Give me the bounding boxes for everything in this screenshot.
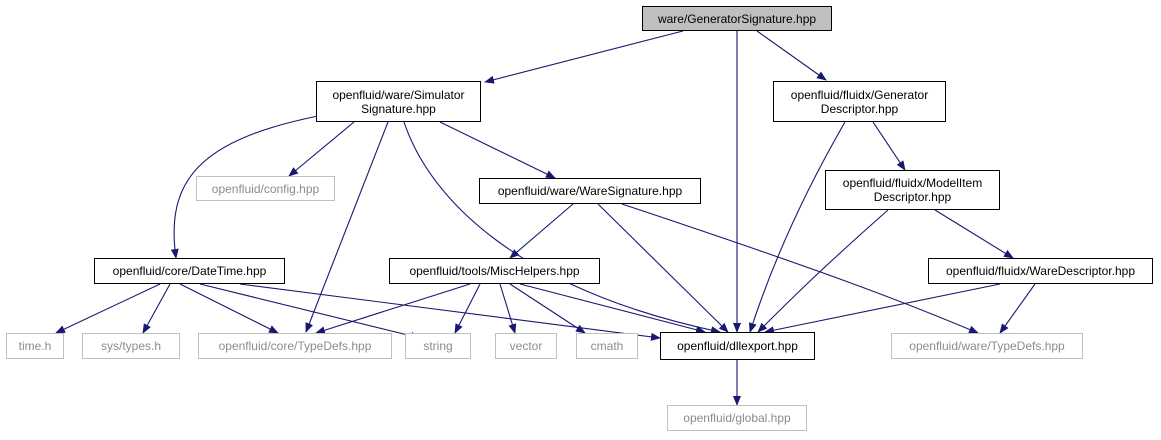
- node-time-h: time.h: [6, 333, 64, 359]
- edge-gendesc-to-modeldesc: [872, 121, 906, 171]
- edge-simsig-to-dllexport: [403, 121, 721, 335]
- node-dllexport[interactable]: openfluid/dllexport.hpp: [660, 332, 815, 360]
- edge-mischelpers-to-string: [454, 283, 481, 334]
- edge-datetime-to-systypes: [142, 283, 171, 334]
- edge-datetime-to-string: [199, 283, 421, 340]
- edge-waresig-to-mischelpers: [509, 203, 574, 259]
- node-misc-helpers[interactable]: openfluid/tools/MiscHelpers.hpp: [389, 258, 600, 284]
- edge-mischelpers-to-cmath: [509, 283, 586, 334]
- node-global: openfluid/global.hpp: [667, 405, 807, 431]
- node-config: openfluid/config.hpp: [196, 176, 335, 201]
- edge-mischelpers-to-dllexport: [519, 283, 706, 334]
- edge-mischelpers-to-coretypedefs: [315, 283, 471, 335]
- edge-simsig-to-datetime: [170, 115, 319, 259]
- node-generator-signature: ware/GeneratorSignature.hpp: [642, 6, 832, 31]
- node-vector: vector: [495, 333, 557, 359]
- edge-modeldesc-to-dllexport: [757, 209, 889, 333]
- edge-modeldesc-to-waredesc: [934, 209, 1014, 259]
- edge-simsig-to-waresig: [439, 121, 556, 179]
- edge-datetime-to-coretypedefs: [179, 283, 279, 334]
- node-modelitem-descriptor[interactable]: openfluid/fluidx/ModelItem Descriptor.hp…: [825, 170, 1000, 210]
- edge-waresig-to-dllexport: [597, 203, 729, 333]
- node-datetime[interactable]: openfluid/core/DateTime.hpp: [94, 258, 285, 284]
- edge-waredesc-to-waretypedefs: [999, 283, 1036, 334]
- edge-simsig-to-config: [288, 121, 355, 177]
- node-ware-typedefs: openfluid/ware/TypeDefs.hpp: [891, 333, 1083, 359]
- node-generator-descriptor[interactable]: openfluid/fluidx/Generator Descriptor.hp…: [773, 81, 946, 122]
- edge-root-to-simsig: [484, 30, 684, 84]
- edge-simsig-to-coretypedefs: [305, 121, 389, 333]
- edge-datetime-to-timeh: [55, 283, 161, 334]
- node-sys-types: sys/types.h: [82, 333, 180, 359]
- node-ware-descriptor[interactable]: openfluid/fluidx/WareDescriptor.hpp: [928, 258, 1153, 284]
- node-cmath: cmath: [576, 333, 638, 359]
- edge-waredesc-to-dllexport: [764, 283, 1001, 335]
- node-core-typedefs: openfluid/core/TypeDefs.hpp: [198, 333, 392, 359]
- edge-datetime-to-dllexport: [239, 283, 661, 341]
- node-simulator-signature[interactable]: openfluid/ware/Simulator Signature.hpp: [316, 81, 481, 122]
- edge-gendesc-to-dllexport: [748, 121, 846, 333]
- edge-mischelpers-to-vector: [499, 283, 517, 334]
- edge-waresig-to-waretypedefs: [621, 203, 979, 334]
- node-ware-signature[interactable]: openfluid/ware/WareSignature.hpp: [479, 178, 701, 204]
- edge-root-to-gendesc: [756, 30, 827, 81]
- node-string: string: [405, 333, 471, 359]
